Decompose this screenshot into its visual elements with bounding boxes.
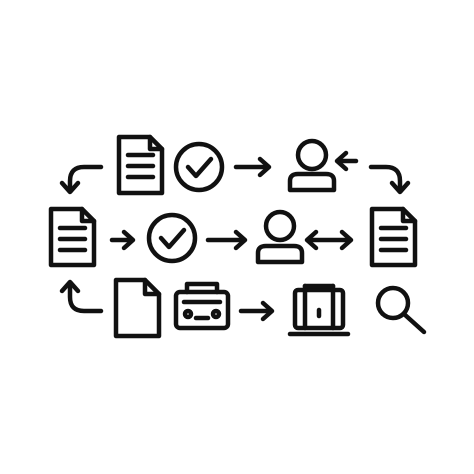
arrow-right-icon <box>109 229 136 251</box>
arrow-left-icon <box>334 150 359 172</box>
arrow-right-icon <box>233 156 272 178</box>
curved-arrow-top-left-icon <box>59 164 104 195</box>
document-icon <box>116 134 165 196</box>
curved-arrow-bottom-left-icon <box>59 279 104 314</box>
document-icon <box>369 206 418 268</box>
check-circle-icon <box>173 141 225 193</box>
check-circle-icon <box>146 212 198 264</box>
server-icon <box>287 283 351 337</box>
curved-arrow-top-right-icon <box>368 164 411 195</box>
double-arrow-icon <box>304 229 354 251</box>
arrow-right-icon <box>238 300 275 322</box>
arrow-right-icon <box>205 229 248 251</box>
folder-icon <box>113 277 162 339</box>
user-icon <box>287 138 337 193</box>
user-icon <box>255 209 305 265</box>
document-icon <box>48 206 97 268</box>
magnifier-icon <box>375 285 427 335</box>
printer-icon <box>173 281 231 331</box>
